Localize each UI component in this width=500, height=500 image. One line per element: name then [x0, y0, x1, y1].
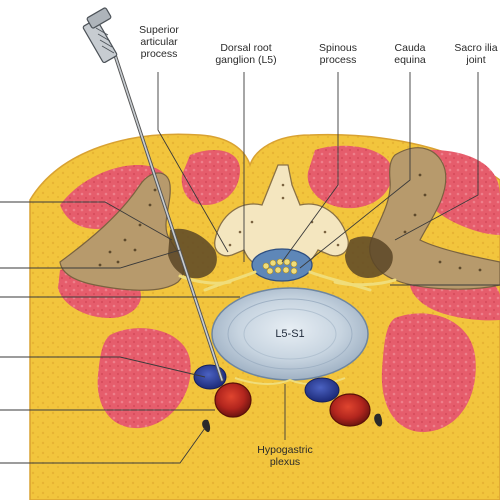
artery-left [214, 382, 252, 418]
cauda-equina-nerves [262, 258, 298, 275]
sacroiliac-joint-label: Sacro ilia joint [454, 42, 498, 66]
vein-right [304, 377, 340, 403]
hypogastric-plexus-label: Hypogastric plexus [257, 444, 313, 468]
cauda-equina-label: Cauda equina [394, 42, 426, 66]
muscle-left-paraspinal [181, 150, 240, 205]
leader-lines [0, 72, 500, 464]
bone-marrow-dots [98, 173, 482, 272]
ureter-right [374, 413, 383, 427]
artery-right [329, 393, 371, 427]
disc-level-label: L5-S1 [275, 328, 305, 340]
spinous-process-label: Spinous process [319, 42, 357, 66]
muscle-psoas-right [381, 313, 476, 433]
facet-joint-left [168, 228, 217, 279]
muscle-psoas-left [97, 328, 191, 429]
iliac-bone-right [369, 147, 500, 290]
thecal-sac [251, 248, 313, 282]
superior-articular-process-label: Superior articular process [139, 24, 179, 60]
dorsal-root-ganglion-label: Dorsal root ganglion (L5) [215, 42, 277, 66]
facet-joint-right [345, 236, 393, 278]
arch-marrow [228, 183, 340, 247]
nerve-roots [178, 270, 397, 292]
muscle-right-paraspinal [307, 145, 393, 209]
needle-icon [82, 7, 224, 382]
